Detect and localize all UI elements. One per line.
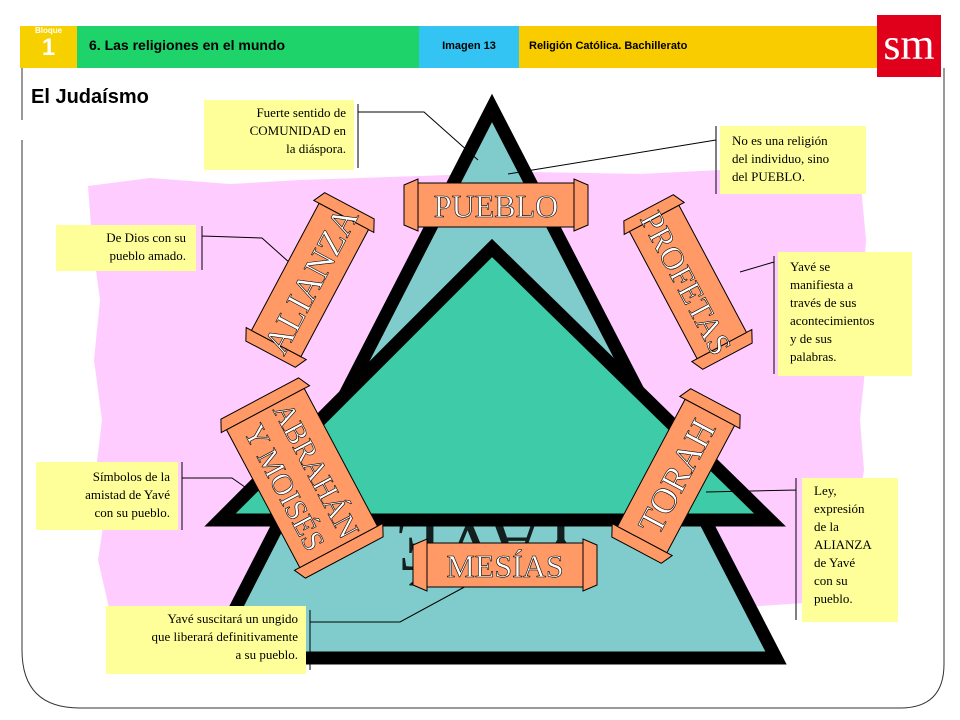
note-line: con su [814, 573, 848, 588]
banner-mesias: MESÍAS [412, 538, 598, 592]
note-comunidad: Fuerte sentido de COMUNIDAD en la diáspo… [204, 100, 354, 170]
note-line: manifiesta a [790, 277, 854, 292]
connector-profetas [739, 256, 775, 374]
note-line: y de sus [790, 331, 832, 346]
note-line: palabras. [790, 349, 837, 364]
note-line: No es una religión [732, 133, 828, 148]
connector-lines [181, 104, 797, 670]
note-line: pueblo amado. [109, 248, 186, 263]
note-line: Símbolos de la [92, 469, 170, 484]
connector-alianza [201, 226, 301, 273]
note-line: Yavé se [790, 259, 831, 274]
note-line: ALIANZA [814, 537, 872, 552]
banner-pueblo: PUEBLO [403, 178, 589, 232]
note-line: con su pueblo. [94, 505, 170, 520]
note-line: amistad de Yavé [85, 487, 170, 502]
note-line: Yavé suscitará un ungido [167, 611, 298, 626]
note-line: del PUEBLO. [732, 169, 805, 184]
inner-fill [244, 262, 742, 512]
note-line: que liberará definitivamente [151, 629, 298, 644]
block-label: Bloque [34, 26, 63, 35]
block-number: 1 [41, 34, 56, 61]
content-frame [21, 68, 945, 709]
image-ref-bar: Imagen 13 [419, 26, 519, 68]
course-bar: Religión Católica. Bachillerato [519, 26, 877, 68]
course-title: Religión Católica. Bachillerato [529, 40, 688, 52]
note-torah: Ley, expresión de la ALIANZA de Yavé con… [802, 478, 898, 622]
publisher-logo: sm [877, 15, 941, 77]
connector-mesias [309, 583, 471, 670]
connector-comunidad [357, 104, 479, 168]
connector-torah [705, 478, 797, 620]
note-line: de Yavé [814, 555, 856, 570]
note-profetas: Yavé se manifiesta a través de sus acont… [778, 252, 912, 376]
note-line: de la [814, 519, 839, 534]
page-title: El Judaísmo [31, 86, 149, 108]
connector-pueblo [507, 126, 717, 194]
connector-simbolos [181, 462, 253, 530]
block-badge: Bloque 1 [20, 26, 77, 68]
note-line: COMUNIDAD en [249, 123, 346, 138]
note-line: acontecimientos [790, 313, 875, 328]
banner-pueblo-label: PUEBLO [434, 188, 558, 224]
note-alianza: De Dios con su pueblo amado. [56, 225, 196, 271]
section-title: 6. Las religiones en el mundo [89, 37, 286, 53]
note-pueblo: No es una religión del individuo, sino d… [720, 126, 866, 194]
note-line: expresión [814, 501, 865, 516]
banner-mesias-label: MESÍAS [446, 548, 563, 584]
note-line: Ley, [814, 483, 837, 498]
note-simbolos: Símbolos de la amistad de Yavé con su pu… [36, 462, 178, 530]
note-line: pueblo. [814, 591, 853, 606]
note-line: De Dios con su [106, 230, 186, 245]
note-line: Fuerte sentido de [256, 105, 346, 120]
note-line: la diáspora. [286, 141, 346, 156]
note-line: del individuo, sino [732, 151, 830, 166]
note-line: través de sus [790, 295, 857, 310]
image-ref: Imagen 13 [442, 40, 496, 52]
banner-abrahan: ABRAHÁN Y MOISÉS [220, 377, 384, 579]
note-mesias: Yavé suscitará un ungido que liberará de… [106, 606, 306, 674]
note-line: a su pueblo. [235, 647, 298, 662]
logo-text: sm [883, 20, 935, 69]
section-title-bar: 6. Las religiones en el mundo [77, 26, 419, 68]
